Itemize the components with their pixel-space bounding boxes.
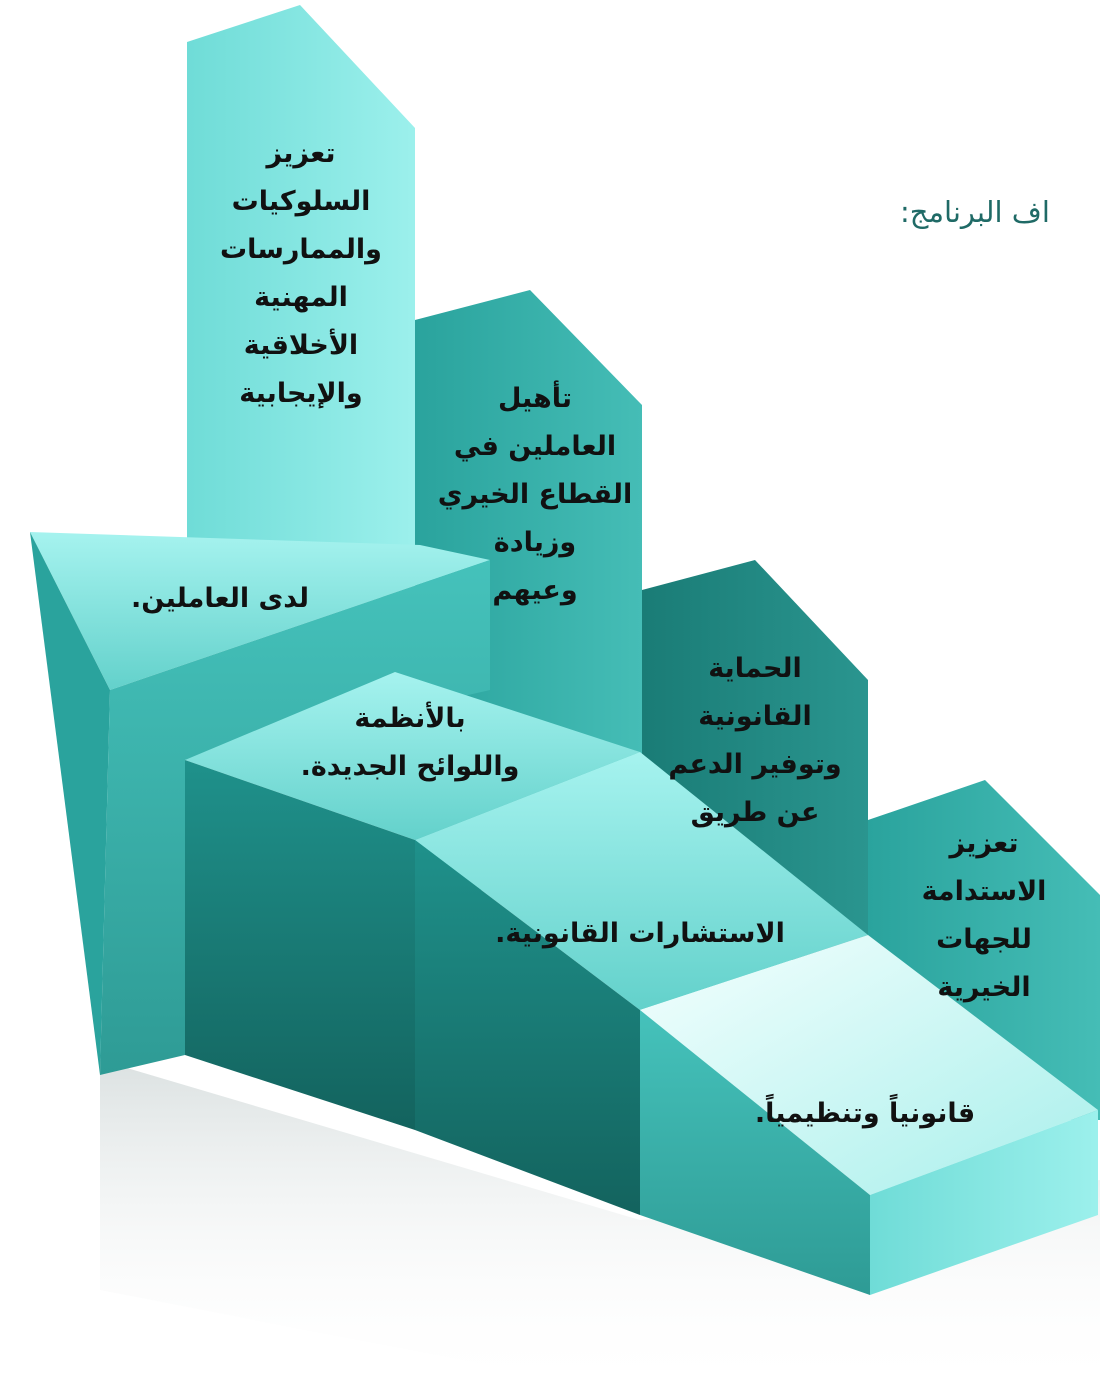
goal-3-line-2: القانونية [698, 701, 812, 732]
goal-1-line-6: والإيجابية [239, 378, 363, 409]
step-2-top [415, 752, 868, 1010]
goal-4-line-1: تعزيز [949, 828, 1019, 859]
step-2-front [415, 840, 640, 1215]
step-3-front [640, 1010, 870, 1295]
goal-3-line-1: الحماية [708, 653, 802, 684]
program-goals-heading: اف البرنامج: [900, 195, 1050, 229]
goal-4-text-upper: تعزيز الاستدامة للجهات الخيرية [868, 820, 1100, 1012]
goal-2-line-5: وعيهم [492, 575, 578, 606]
goal-1-line-7: لدى العاملين. [131, 583, 309, 614]
goal-3-line-3: وتوفير الدعم [668, 749, 842, 780]
goal-3-text-lower: الاستشارات القانونية. [460, 910, 820, 958]
goal-2-text-lower: بالأنظمة واللوائح الجديدة. [270, 695, 550, 791]
goal-1-line-4: المهنية [254, 282, 348, 313]
goal-4-line-5: قانونياً وتنظيمياً. [754, 1098, 976, 1129]
goal-1-line-3: والممارسات [220, 234, 382, 265]
goal-3-text-upper: الحماية القانونية وتوفير الدعم عن طريق [640, 645, 870, 837]
step-3-side [870, 1110, 1098, 1295]
goal-3-line-5: الاستشارات القانونية. [495, 918, 785, 949]
goal-1-line-5: الأخلاقية [243, 330, 359, 361]
goal-2-line-1: تأهيل [497, 383, 573, 414]
goal-2-text-upper: تأهيل العاملين في القطاع الخيري وزيادة و… [405, 375, 665, 615]
goal-1-line-2: السلوكيات [231, 186, 371, 217]
goal-2-line-4: وزيادة [493, 527, 577, 558]
goal-4-line-3: للجهات [936, 924, 1032, 955]
goal-4-line-2: الاستدامة [921, 876, 1047, 907]
goal-2-line-7: واللوائح الجديدة. [300, 751, 520, 782]
goal-2-line-2: العاملين في [453, 431, 617, 462]
goal-2-line-3: القطاع الخيري [437, 479, 633, 510]
ledge-wing [30, 532, 490, 690]
goal-1-text-upper: تعزيز السلوكيات والممارسات المهنية الأخل… [187, 130, 415, 418]
goal-4-line-4: الخيرية [937, 972, 1031, 1003]
pillar-1 [187, 5, 415, 560]
step-1-top [185, 672, 640, 840]
goal-4-text-lower: قانونياً وتنظيمياً. [720, 1090, 1010, 1138]
step-1-front [185, 760, 415, 1130]
goal-2-line-6: بالأنظمة [354, 703, 466, 734]
goal-3-line-4: عن طريق [690, 797, 820, 828]
floor-reflection [100, 1060, 1100, 1395]
ledge-wing-side [30, 532, 110, 1075]
goal-1-text-lower: لدى العاملين. [90, 575, 350, 623]
goal-1-line-1: تعزيز [266, 138, 336, 169]
step-3-top [640, 935, 1098, 1195]
